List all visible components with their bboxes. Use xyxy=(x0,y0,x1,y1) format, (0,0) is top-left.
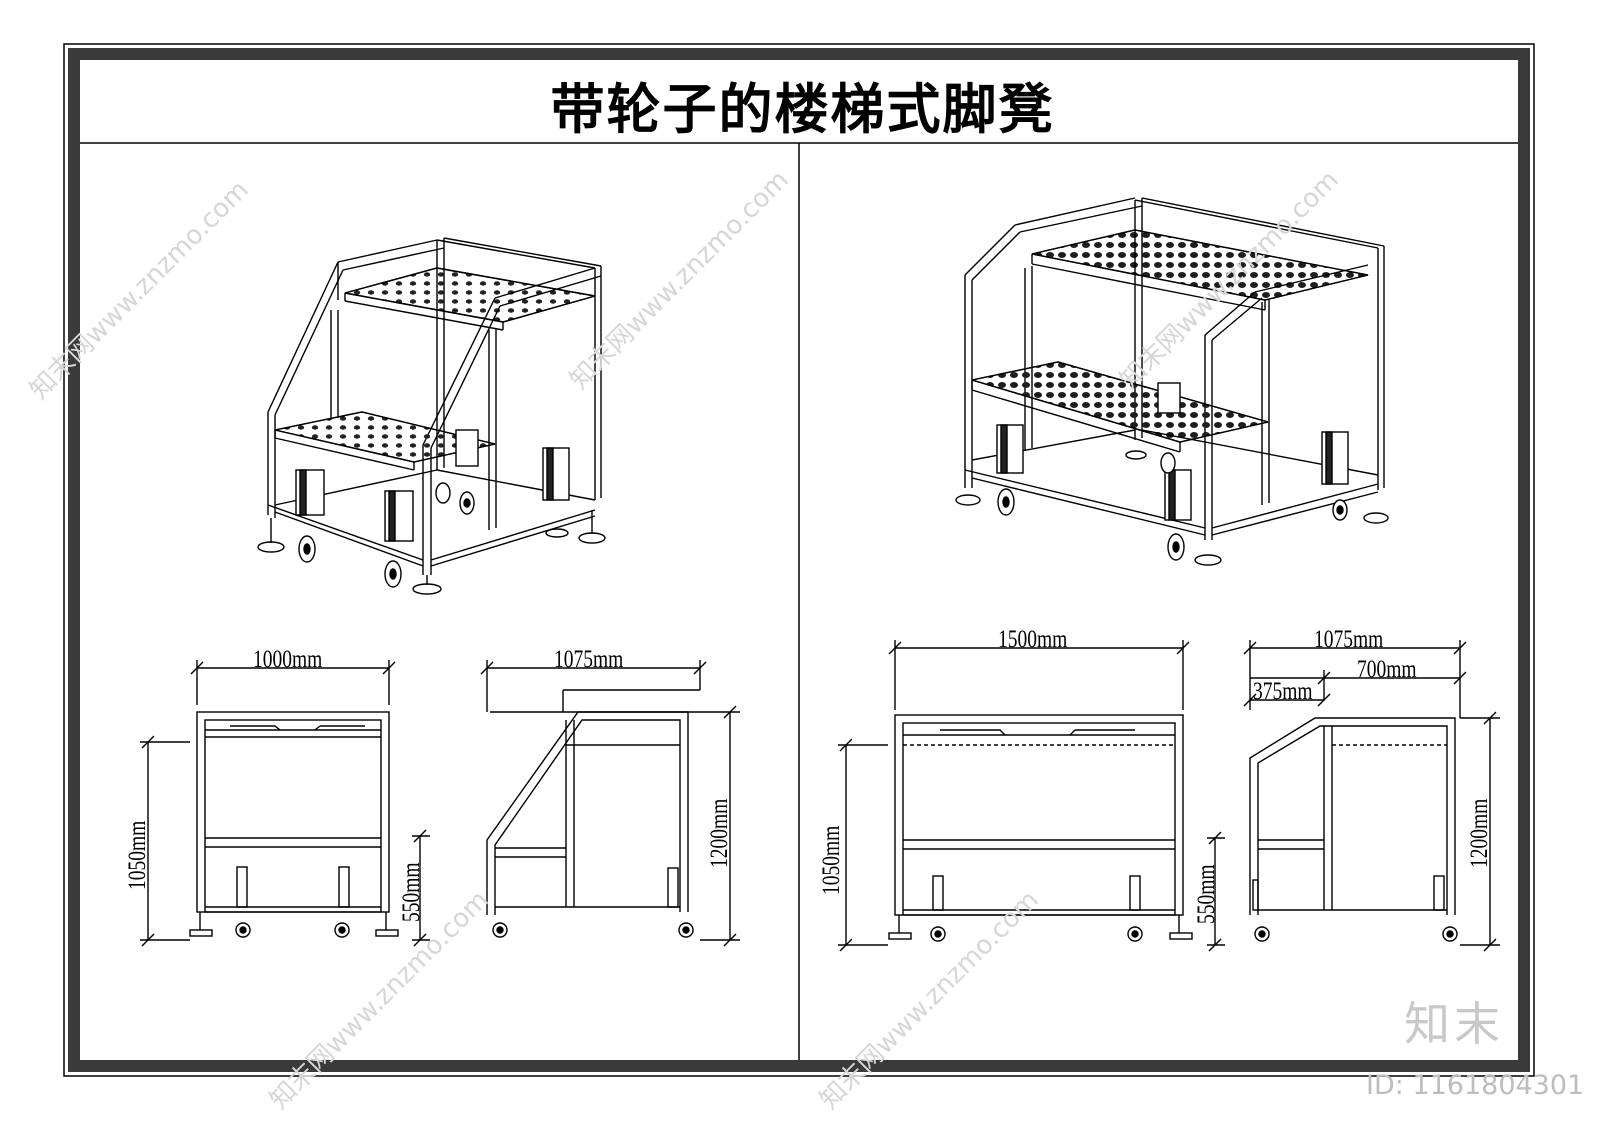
dim-right-front-height: 1050mm xyxy=(818,825,845,895)
dim-left-depth: 1075mm xyxy=(554,646,624,673)
left-stool-isometric xyxy=(257,237,606,595)
right-stool-isometric xyxy=(955,197,1389,566)
dim-right-side-height: 1200mm xyxy=(1466,798,1493,868)
drawing-border xyxy=(63,43,1535,1077)
right-side-elevation xyxy=(1243,640,1500,952)
watermark-id: ID: 1161804301 xyxy=(1366,1070,1585,1101)
drawing-title: 带轮子的楼梯式脚凳 xyxy=(550,77,1055,141)
right-front-elevation xyxy=(838,640,1225,952)
left-side-elevation xyxy=(480,660,740,947)
dim-left-front-height: 1050mm xyxy=(124,820,151,890)
dim-left-side-height: 1200mm xyxy=(706,798,733,868)
dim-right-depth-a: 375mm xyxy=(1253,678,1313,705)
dim-right-depth: 1075mm xyxy=(1314,626,1384,653)
left-front-elevation xyxy=(140,660,430,947)
dim-right-step-height: 550mm xyxy=(1193,864,1220,924)
dim-right-width: 1500mm xyxy=(998,626,1068,653)
dim-right-depth-b: 700mm xyxy=(1357,656,1417,683)
dim-left-width: 1000mm xyxy=(253,646,323,673)
dim-left-step-height: 550mm xyxy=(398,862,425,922)
watermark-brand: 知末 xyxy=(1404,997,1504,1051)
